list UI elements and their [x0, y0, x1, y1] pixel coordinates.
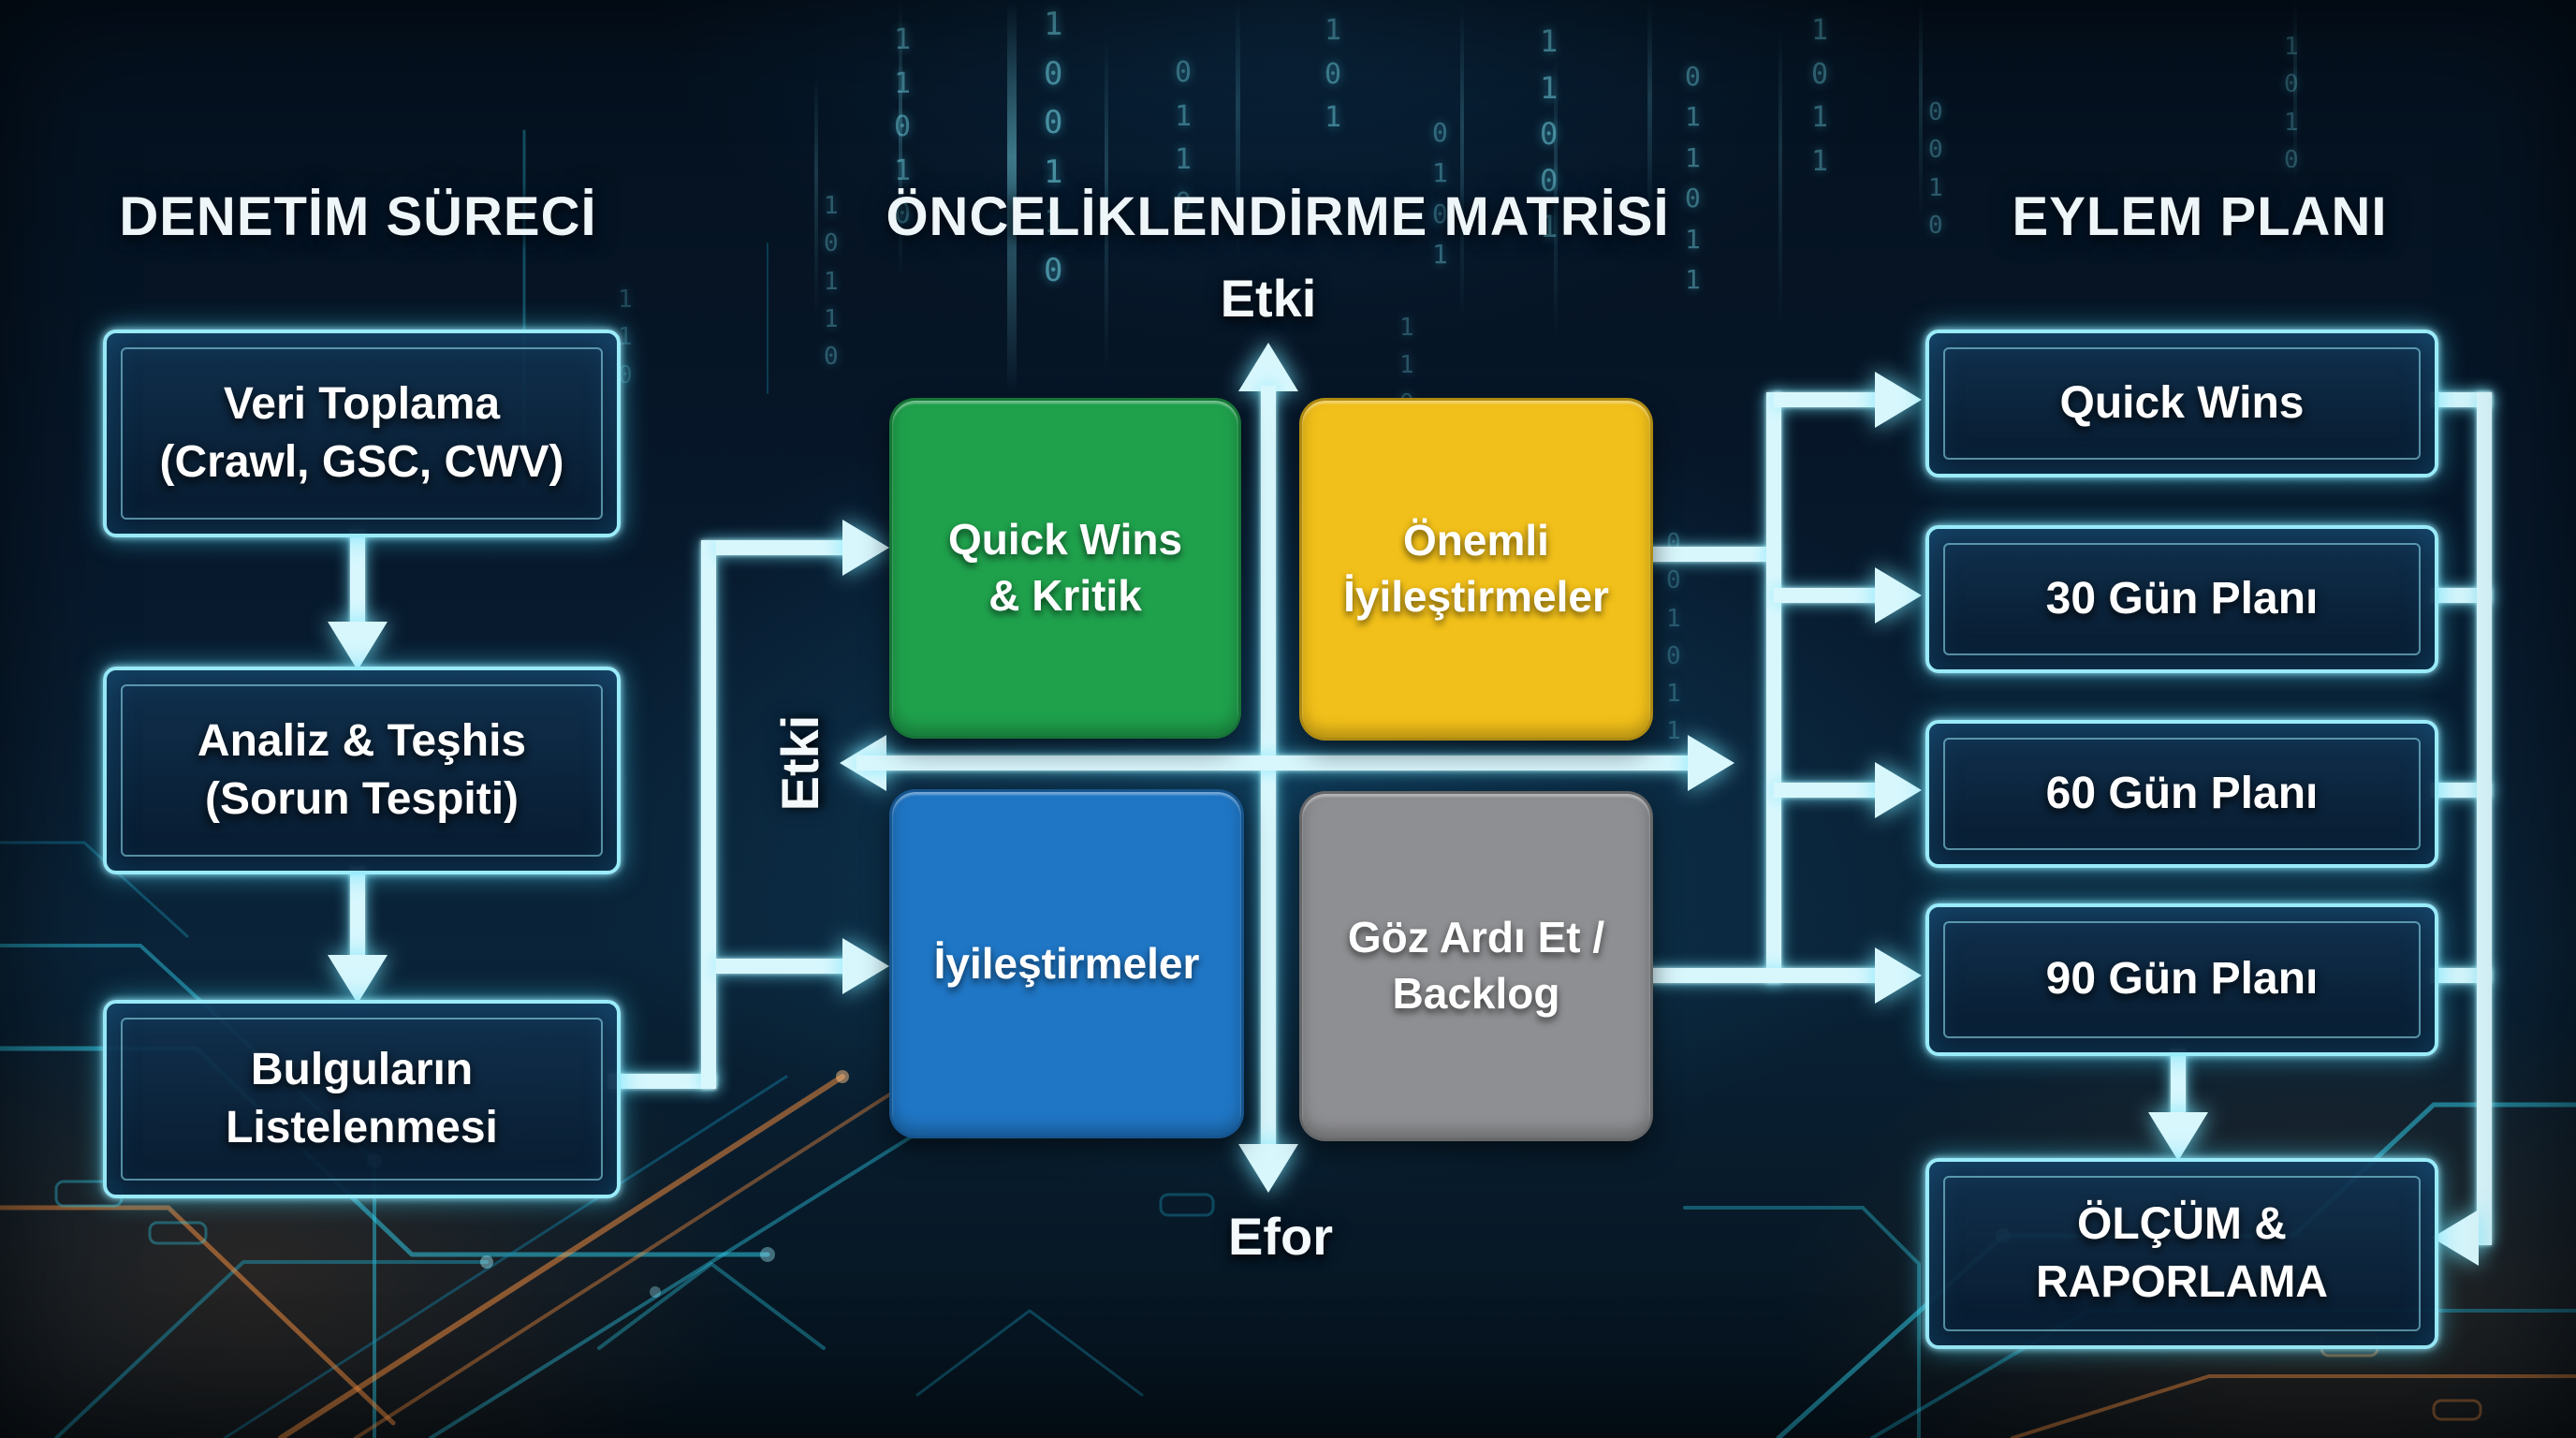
connector-branch-to-green: [716, 540, 847, 555]
plan-box-label: 90 Gün Planı: [2045, 954, 2319, 1005]
plan-box-label: 60 Gün Planı: [2045, 768, 2319, 818]
arrow-right-icon: [1875, 567, 1922, 624]
matrix-title: ÖNCELİKLENDİRME MATRİSİ: [886, 186, 1670, 247]
light-streak: [1554, 56, 1558, 337]
connector-yellow-to-trunk: [1647, 547, 1774, 562]
rail-connector-90gun: [2431, 968, 2492, 983]
connector-gray-to-90gun: [1647, 968, 1881, 983]
arrow-right-icon: [842, 520, 889, 576]
binary-rain-column: 1 0 1: [1325, 14, 1342, 134]
flow-line-step2-step3: [350, 867, 365, 957]
light-streak: [1460, 0, 1464, 318]
light-streak: [899, 0, 902, 281]
plan-box-90-gun: 90 Gün Planı: [1925, 903, 2438, 1056]
rail-vertical: [2477, 392, 2492, 1245]
audit-step-veri-toplama: Veri Toplama (Crawl, GSC, CWV): [103, 330, 621, 537]
axis-label-etki-top: Etki: [1220, 269, 1317, 328]
light-streak: [1007, 0, 1017, 393]
audit-step-label: Veri Toplama (Crawl, GSC, CWV): [159, 378, 564, 487]
arrow-down-icon: [2148, 1112, 2208, 1161]
plan-box-60-gun: 60 Gün Planı: [1925, 720, 2438, 868]
axis-label-etki-left: Etki: [770, 714, 829, 812]
arrow-right-icon: [842, 938, 889, 994]
light-streak: [1919, 0, 1923, 225]
arrow-right-icon: [1875, 762, 1922, 818]
plan-box-quick-wins: Quick Wins: [1925, 330, 2438, 477]
light-streak: [1105, 37, 1108, 374]
connector-branch-30gun: [1774, 588, 1879, 603]
audit-step-label: Bulguların Listelenmesi: [226, 1044, 498, 1152]
audit-step-bulgular: Bulguların Listelenmesi: [103, 1000, 621, 1198]
binary-rain-column: 1 0 1 1: [1811, 14, 1829, 178]
quadrant-label: Göz Ardı Et / Backlog: [1347, 913, 1605, 1018]
quadrant-iyilestirmeler: İyileştirmeler: [889, 789, 1244, 1138]
binary-rain-column: 1 0 1 0: [2284, 33, 2299, 174]
axis-label-efor-bottom: Efor: [1228, 1207, 1333, 1266]
arrow-right-icon: [1875, 372, 1922, 428]
plan-box-olcum-raporlama: ÖLÇÜM & RAPORLAMA: [1925, 1158, 2438, 1349]
axis-arrow-up-icon: [1238, 343, 1298, 391]
arrow-down-icon: [328, 955, 388, 1004]
quadrant-goz-ardi-backlog: Göz Ardı Et / Backlog: [1299, 791, 1653, 1141]
connector-findings-horizontal: [608, 1074, 716, 1089]
binary-rain-column: 1 1 0 1 0: [894, 23, 912, 230]
connector-findings-vertical: [701, 540, 716, 1089]
connector-branch-60gun: [1774, 783, 1879, 798]
plan-box-label: 30 Gün Planı: [2045, 573, 2319, 624]
flow-line-step1-step2: [350, 530, 365, 627]
binary-rain-column: 0 1 0 1: [1432, 117, 1448, 271]
matrix-horizontal-axis: [856, 756, 1690, 770]
binary-rain-column: 0 1 1 0 1 1: [1685, 61, 1701, 295]
connector-branch-to-blue: [716, 959, 847, 974]
quadrant-quick-wins-kritik: Quick Wins & Kritik: [889, 398, 1241, 739]
rail-connector-quickwins: [2431, 392, 2492, 407]
quadrant-onemli-iyilestirmeler: Önemli İyileştirmeler: [1299, 398, 1653, 741]
binary-rain-column: 1 0 1 1 0: [824, 192, 839, 372]
audit-step-analiz-teshis: Analiz & Teşhis (Sorun Tespiti): [103, 667, 621, 874]
arrow-down-icon: [328, 622, 388, 670]
axis-arrow-down-icon: [1238, 1144, 1298, 1193]
light-streak: [2293, 0, 2297, 187]
plan-box-label: Quick Wins: [2059, 377, 2305, 428]
action-plan-title: EYLEM PLANI: [2012, 186, 2388, 247]
plan-box-label: ÖLÇÜM & RAPORLAMA: [2036, 1198, 2328, 1307]
arrow-right-icon: [1875, 947, 1922, 1004]
binary-rain-column: 1 1 0 0 1: [1540, 23, 1559, 245]
rail-connector-60gun: [2431, 783, 2492, 798]
connector-trunk-vertical: [1766, 392, 1781, 983]
binary-rain-column: 1 1 0: [618, 286, 633, 389]
binary-rain-column: 0 0 1 0: [1928, 98, 1943, 240]
light-streak: [814, 75, 818, 318]
binary-rain-column: 0 1 1 0: [1175, 56, 1193, 220]
axis-arrow-right-icon: [1688, 735, 1734, 791]
light-streak: [1778, 28, 1782, 328]
quadrant-label: Quick Wins & Kritik: [947, 515, 1183, 620]
arrow-left-icon: [2432, 1210, 2479, 1266]
light-streak: [1236, 0, 1240, 262]
quadrant-label: Önemli İyileştirmeler: [1343, 516, 1609, 621]
light-streak: [1647, 0, 1652, 243]
rail-connector-30gun: [2431, 588, 2492, 603]
audit-step-label: Analiz & Teşhis (Sorun Tespiti): [197, 715, 527, 824]
plan-box-30-gun: 30 Gün Planı: [1925, 525, 2438, 673]
connector-90gun-to-olcum: [2171, 1049, 2186, 1116]
binary-rain-column: 1 0 0 1 1 0: [1044, 6, 1063, 290]
quadrant-label: İyileştirmeler: [933, 938, 1200, 988]
connector-branch-quickwins: [1774, 392, 1879, 407]
audit-process-title: DENETİM SÜRECİ: [119, 186, 597, 247]
